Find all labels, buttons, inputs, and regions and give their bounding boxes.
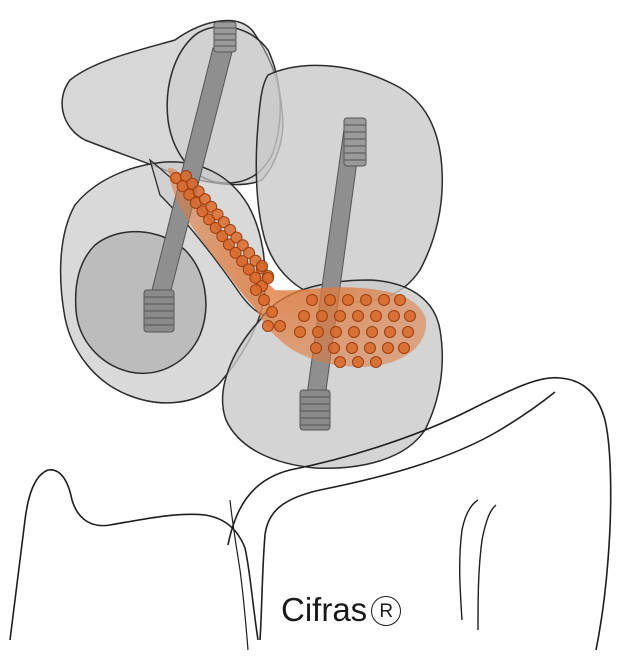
registered-mark-icon: R xyxy=(371,596,401,626)
graft-bead xyxy=(331,327,342,338)
graft-bead xyxy=(361,295,372,306)
graft-bead xyxy=(299,311,310,322)
graft-bead xyxy=(329,343,340,354)
base-bone-crossing xyxy=(230,500,248,650)
graft-bead xyxy=(365,343,376,354)
screw-right-thread-top xyxy=(344,118,366,166)
graft-bead xyxy=(385,327,396,338)
graft-bead xyxy=(257,261,268,272)
graft-bead xyxy=(347,343,358,354)
screw-left-thread-top xyxy=(214,22,236,52)
graft-bead xyxy=(251,285,262,296)
graft-bead xyxy=(353,357,364,368)
graft-bead xyxy=(317,311,328,322)
base-bone-left xyxy=(10,470,258,640)
graft-bead xyxy=(353,311,364,322)
screw-right-thread-bottom xyxy=(300,390,330,430)
graft-bead xyxy=(403,327,414,338)
graft-bead xyxy=(371,357,382,368)
bone-lower-left-inner xyxy=(76,232,206,374)
graft-bead xyxy=(267,307,278,318)
graft-bead xyxy=(389,311,400,322)
graft-bead xyxy=(335,357,346,368)
screw-left-thread-bottom xyxy=(144,290,174,332)
base-bone-fold-right xyxy=(478,505,496,630)
graft-bead xyxy=(379,295,390,306)
registered-mark-letter: R xyxy=(379,602,393,621)
graft-bead xyxy=(335,311,346,322)
graft-bead xyxy=(313,327,324,338)
trademark-name: Cifras xyxy=(281,593,367,626)
graft-bead xyxy=(263,321,274,332)
graft-bead xyxy=(259,295,270,306)
graft-bead xyxy=(343,295,354,306)
graft-bead xyxy=(405,311,416,322)
graft-bead xyxy=(349,327,360,338)
graft-bead xyxy=(295,327,306,338)
graft-bead xyxy=(371,311,382,322)
graft-bead xyxy=(325,295,336,306)
graft-bead xyxy=(311,343,322,354)
base-bone-fold-left xyxy=(460,500,478,620)
graft-bead xyxy=(367,327,378,338)
graft-bead xyxy=(263,273,274,284)
graft-bead xyxy=(399,343,410,354)
graft-bead xyxy=(395,295,406,306)
graft-bead xyxy=(383,343,394,354)
graft-bead xyxy=(275,321,286,332)
trademark-caption: Cifras R xyxy=(281,589,401,629)
graft-bead xyxy=(307,295,318,306)
